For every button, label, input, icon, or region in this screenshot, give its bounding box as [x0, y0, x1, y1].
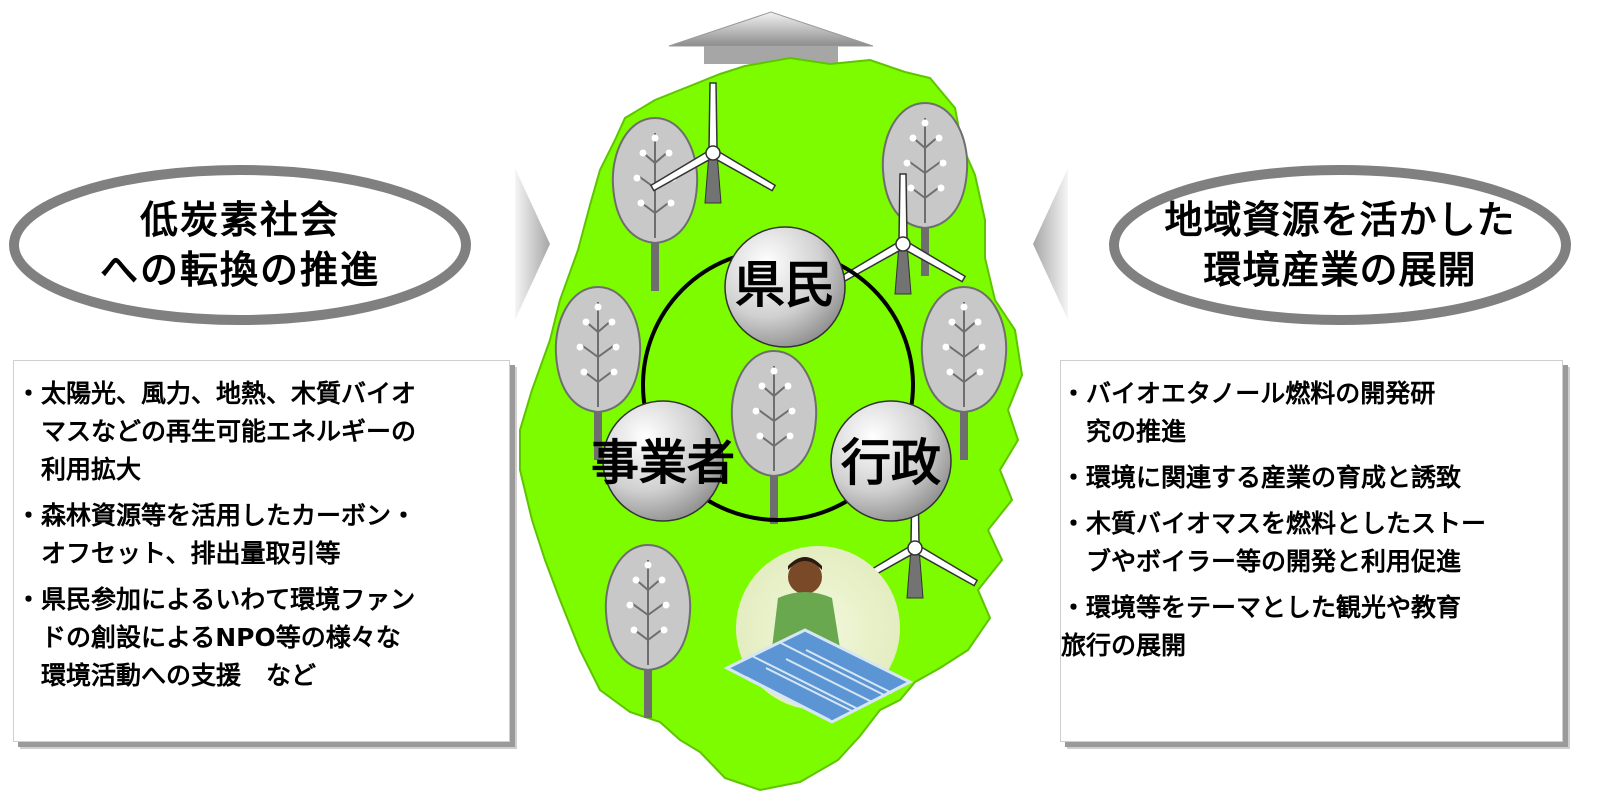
- right-item: ・環境に関連する産業の育成と誘致: [1061, 459, 1562, 497]
- right-item: ・木質バイオマスを燃料としたストー ブやボイラー等の開発と利用促進: [1061, 505, 1562, 581]
- right-item-line: ・環境等をテーマとした観光や教育: [1061, 593, 1462, 622]
- right-panel: ・バイオエタノール燃料の開発研 究の推進 ・環境に関連する産業の育成と誘致 ・木…: [1060, 360, 1563, 742]
- right-arrow: [1033, 168, 1068, 320]
- left-panel: ・太陽光、風力、地熱、木質バイオ マスなどの再生可能エネルギーの 利用拡大 ・森…: [13, 360, 510, 742]
- left-arrow: [515, 168, 550, 320]
- left-item: ・森林資源等を活用したカーボン・ オフセット、排出量取引等: [16, 497, 509, 573]
- left-oval-line: への転換の推進: [99, 248, 380, 292]
- right-oval-line: 地域資源を活かした: [1164, 198, 1516, 242]
- right-item-line: ・木質バイオマスを燃料としたストー: [1061, 509, 1487, 538]
- left-item: ・県民参加によるいわて環境ファン ドの創設によるNPO等の様々な 環境活動への支…: [16, 581, 509, 695]
- citizens-label: 県民: [735, 256, 835, 314]
- right-item-line: 旅行の展開: [1061, 631, 1187, 660]
- right-oval: [1109, 165, 1571, 325]
- right-item: ・環境等をテーマとした観光や教育 旅行の展開: [1061, 589, 1562, 665]
- right-oval-caption: 地域資源を活かした 環境産業の展開: [1140, 195, 1540, 295]
- left-item-line: ・太陽光、風力、地熱、木質バイオ: [16, 379, 417, 408]
- right-item-list: ・バイオエタノール燃料の開発研 究の推進 ・環境に関連する産業の育成と誘致 ・木…: [1061, 375, 1562, 665]
- left-oval-caption: 低炭素社会 への転換の推進: [40, 195, 440, 295]
- left-item-list: ・太陽光、風力、地熱、木質バイオ マスなどの再生可能エネルギーの 利用拡大 ・森…: [16, 375, 509, 695]
- right-oval-line: 環境産業の展開: [1203, 248, 1477, 292]
- government-ball: [830, 400, 952, 522]
- business-ball: [602, 400, 724, 522]
- business-label: 事業者: [590, 435, 735, 491]
- left-item-line: 利用拡大: [16, 455, 142, 484]
- right-item: ・バイオエタノール燃料の開発研 究の推進: [1061, 375, 1562, 451]
- upward-arrow: [668, 11, 874, 47]
- government-label: 行政: [841, 434, 941, 492]
- left-oval: [9, 165, 471, 325]
- left-item: ・太陽光、風力、地熱、木質バイオ マスなどの再生可能エネルギーの 利用拡大: [16, 375, 509, 489]
- left-oval-line: 低炭素社会: [139, 198, 340, 242]
- left-item-line: マスなどの再生可能エネルギーの: [16, 417, 417, 446]
- right-item-line: ・環境に関連する産業の育成と誘致: [1061, 463, 1462, 492]
- right-item-line: ・バイオエタノール燃料の開発研: [1061, 379, 1436, 408]
- left-item-line: 環境活動への支援 など: [16, 661, 317, 690]
- left-item-line: ドの創設によるNPO等の様々な: [16, 623, 401, 652]
- solar-worker-illustration: [723, 546, 914, 724]
- right-item-line: 究の推進: [1061, 417, 1187, 446]
- left-item-line: ・県民参加によるいわて環境ファン: [16, 585, 416, 614]
- left-item-line: オフセット、排出量取引等: [16, 539, 341, 568]
- citizens-ball: [724, 226, 846, 348]
- right-item-line: ブやボイラー等の開発と利用促進: [1061, 547, 1462, 576]
- left-item-line: ・森林資源等を活用したカーボン・: [16, 501, 417, 530]
